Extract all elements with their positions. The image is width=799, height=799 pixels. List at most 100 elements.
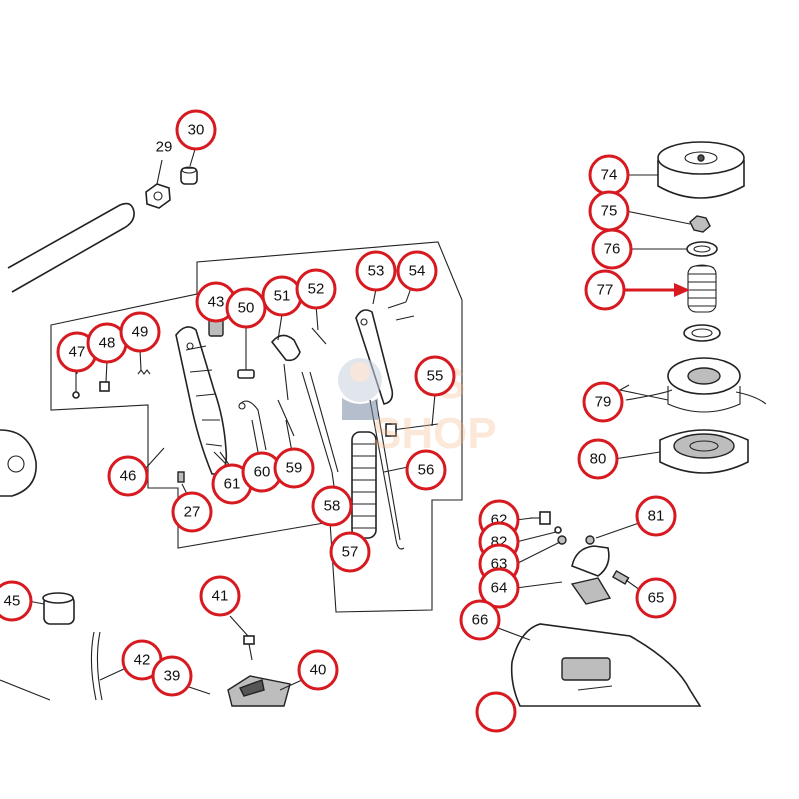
callout-45: 45 <box>0 580 33 622</box>
callout-number-66: 66 <box>472 612 489 629</box>
callout-46: 46 <box>107 455 149 497</box>
callout-number-57: 57 <box>342 544 359 561</box>
callout-number-47: 47 <box>69 344 86 361</box>
callout-number-40: 40 <box>310 662 327 679</box>
callout-number-48: 48 <box>99 335 116 352</box>
callout-number-61: 61 <box>224 476 241 493</box>
callout-ring-66 <box>459 599 501 641</box>
callout-number-74: 74 <box>601 167 618 184</box>
callout-66: 66 <box>459 599 501 641</box>
callout-54: 54 <box>396 250 438 292</box>
callout-30: 30 <box>175 109 217 151</box>
callout-57: 57 <box>329 531 371 573</box>
part-62-bolt <box>530 511 551 525</box>
callout-39: 39 <box>151 655 193 697</box>
part-54-screws <box>387 301 415 321</box>
part-41-bolt <box>243 635 255 661</box>
callout-ring-77 <box>584 269 626 311</box>
callout-ring-80 <box>577 438 619 480</box>
assembly-outline <box>50 241 463 613</box>
callout-clipped-bottom <box>475 691 517 733</box>
part-75-nut <box>689 215 711 233</box>
part-60-lever <box>238 400 267 451</box>
callout-number-76: 76 <box>604 241 621 258</box>
callout-74: 74 <box>588 154 630 196</box>
callout-ring-76 <box>591 228 633 270</box>
callout-58: 58 <box>311 485 353 527</box>
callout-ring-64 <box>478 567 520 609</box>
part-45-grip <box>42 592 75 625</box>
part-66-guard <box>510 623 702 707</box>
part-40-clamp <box>227 675 291 707</box>
part-80-housing <box>659 429 749 474</box>
callout-ring-54 <box>396 250 438 292</box>
part-76-washer <box>686 241 718 257</box>
callout-ring-41 <box>199 575 241 617</box>
part-52-pin <box>311 327 327 345</box>
callout-number-51: 51 <box>274 288 291 305</box>
callout-number-30: 30 <box>188 122 205 139</box>
callout-number-46: 46 <box>120 468 137 485</box>
part-27-screw <box>177 471 185 483</box>
part-77-spring <box>687 264 717 313</box>
part-58-wire <box>301 371 339 473</box>
part-55-screw <box>385 423 439 437</box>
callout-ring-27 <box>171 491 213 533</box>
callout-41: 41 <box>199 575 241 617</box>
part-51-trigger <box>270 334 301 401</box>
callout-76: 76 <box>591 228 633 270</box>
part-59-spring <box>277 399 295 437</box>
callout-number-77: 77 <box>597 282 614 299</box>
callout-55: 55 <box>414 355 456 397</box>
callout-number-79: 79 <box>595 394 612 411</box>
callout-ring-81 <box>635 495 677 537</box>
callout-59: 59 <box>273 447 315 489</box>
callout-number-50: 50 <box>238 300 255 317</box>
callout-number-60: 60 <box>254 464 271 481</box>
callout-number-43: 43 <box>208 294 225 311</box>
callout-61: 61 <box>211 463 253 505</box>
callout-ring-50 <box>225 287 267 329</box>
part-49-spring <box>137 369 151 375</box>
part-50-pin <box>237 369 255 379</box>
callout-51: 51 <box>261 275 303 317</box>
callout-ring-45 <box>0 580 33 622</box>
callout-ring-40 <box>297 649 339 691</box>
callout-number-58: 58 <box>324 498 341 515</box>
callout-number-39: 39 <box>164 668 181 685</box>
shaft-tube <box>7 202 135 293</box>
callout-number-64: 64 <box>491 580 508 597</box>
callout-number-59: 59 <box>286 460 303 477</box>
callout-52: 52 <box>295 268 337 310</box>
callout-ring-55 <box>414 355 456 397</box>
part-53-lever <box>355 309 394 405</box>
callout-ring-46 <box>107 455 149 497</box>
part-64-clamp <box>570 545 612 605</box>
part-engine-edge <box>0 429 51 701</box>
part-47-screw <box>72 372 80 399</box>
part-65-bolt <box>611 569 630 585</box>
svg-text:SHOP: SHOP <box>372 409 497 458</box>
part-74-cap <box>657 141 745 199</box>
callout-number-27: 27 <box>184 504 201 521</box>
part-61-plate <box>213 451 227 465</box>
callout-43: 43 <box>195 281 237 323</box>
callout-number-45: 45 <box>4 593 21 610</box>
callout-number-80: 80 <box>590 451 607 468</box>
callout-number-75: 75 <box>601 203 618 220</box>
callout-ring-58 <box>311 485 353 527</box>
callout-ring-59 <box>273 447 315 489</box>
callout-65: 65 <box>635 577 677 619</box>
callout-ring-30 <box>175 109 217 151</box>
part-79-spool <box>625 357 767 413</box>
callout-40: 40 <box>297 649 339 691</box>
part-78-washer <box>683 324 721 342</box>
part-56-cable <box>369 399 405 550</box>
callout-ring-49 <box>119 311 161 353</box>
callout-56: 56 <box>405 449 447 491</box>
callout-number-65: 65 <box>648 590 665 607</box>
part-30-collar <box>180 166 198 185</box>
callout-ring-52 <box>295 268 337 310</box>
highlight-arrow-icon <box>624 283 690 297</box>
